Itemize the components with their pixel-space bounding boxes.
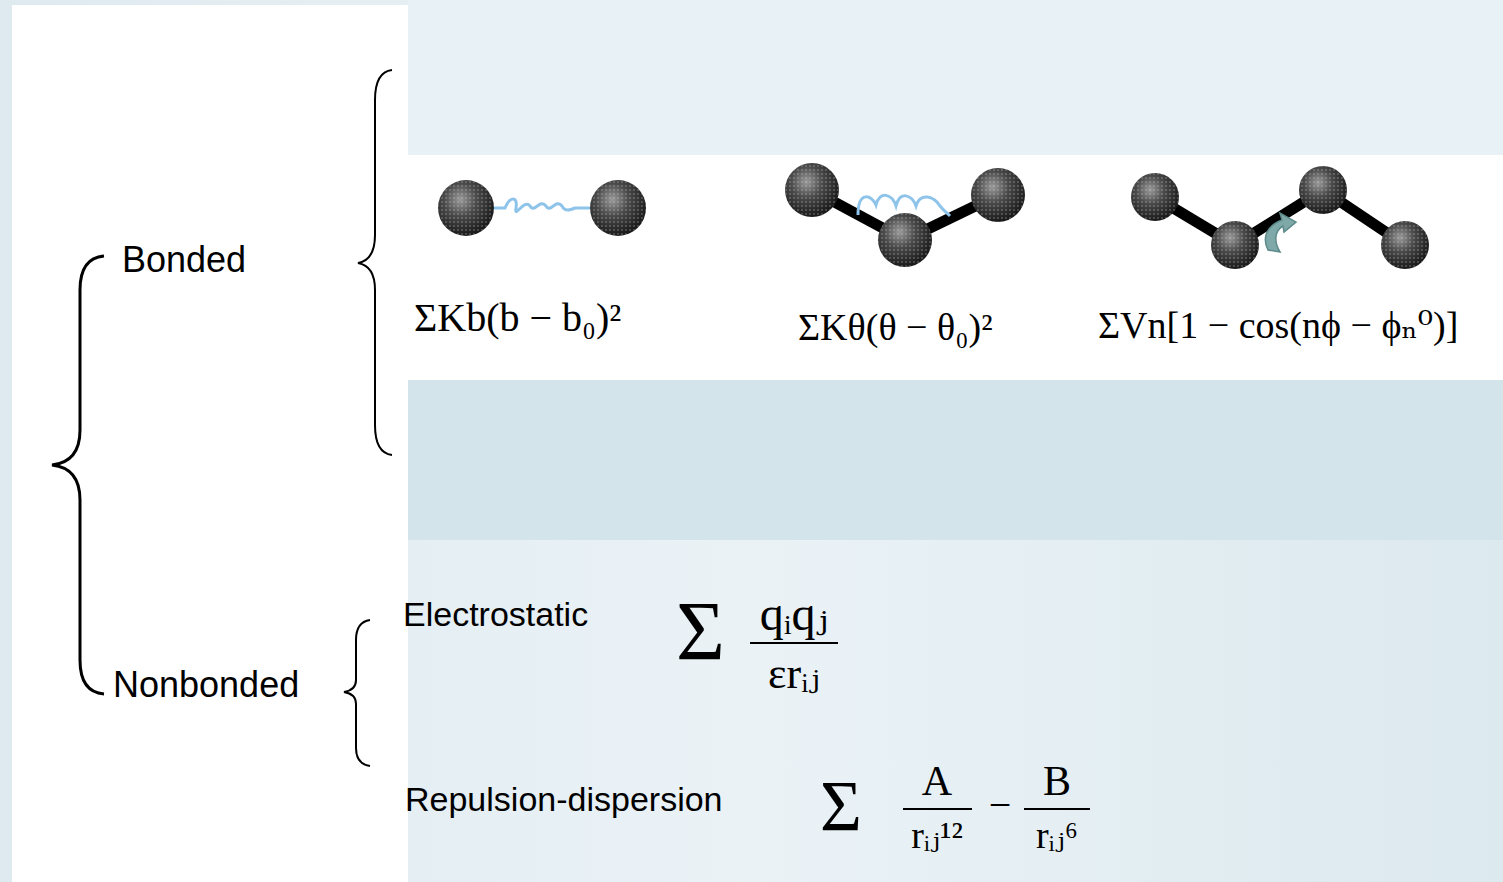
sum-symbol: Σ [820, 770, 862, 842]
term-label: Repulsion-dispersion [405, 782, 723, 816]
bonded-brace [358, 70, 392, 455]
numerator: B [1043, 760, 1071, 802]
operator: − [989, 785, 1012, 825]
group-label: Nonbonded [113, 667, 299, 703]
main-brace [52, 256, 104, 694]
formula-band [408, 155, 1503, 380]
bond-stretch-icon [438, 180, 646, 236]
denominator: εrᵢⱼ [768, 652, 820, 696]
top-band [408, 0, 1503, 155]
denominator: rᵢⱼ¹² [911, 816, 963, 854]
bond-formula: ΣKb(b − b₀)² [414, 298, 621, 338]
white-panel [12, 5, 408, 882]
fraction-bar [903, 808, 972, 810]
nonbonded-brace [344, 620, 370, 766]
torsion-icon [1131, 166, 1429, 269]
angle-bend-icon [785, 163, 1025, 267]
denominator: rᵢⱼ⁶ [1036, 816, 1078, 854]
numerator: qᵢqⱼ [760, 590, 829, 638]
numerator: A [922, 760, 952, 802]
sum-symbol: Σ [676, 590, 725, 674]
torsion-formula: ΣVn[1 − cos(nϕ − ϕₙ⁰)] [1098, 306, 1458, 344]
angle-formula: ΣKθ(θ − θ₀)² [798, 308, 993, 346]
fraction-bar [750, 642, 838, 644]
fraction-bar [1024, 808, 1090, 810]
group-label: Bonded [122, 242, 246, 278]
bottom-band [408, 380, 1503, 540]
term-label: Electrostatic [403, 597, 588, 631]
